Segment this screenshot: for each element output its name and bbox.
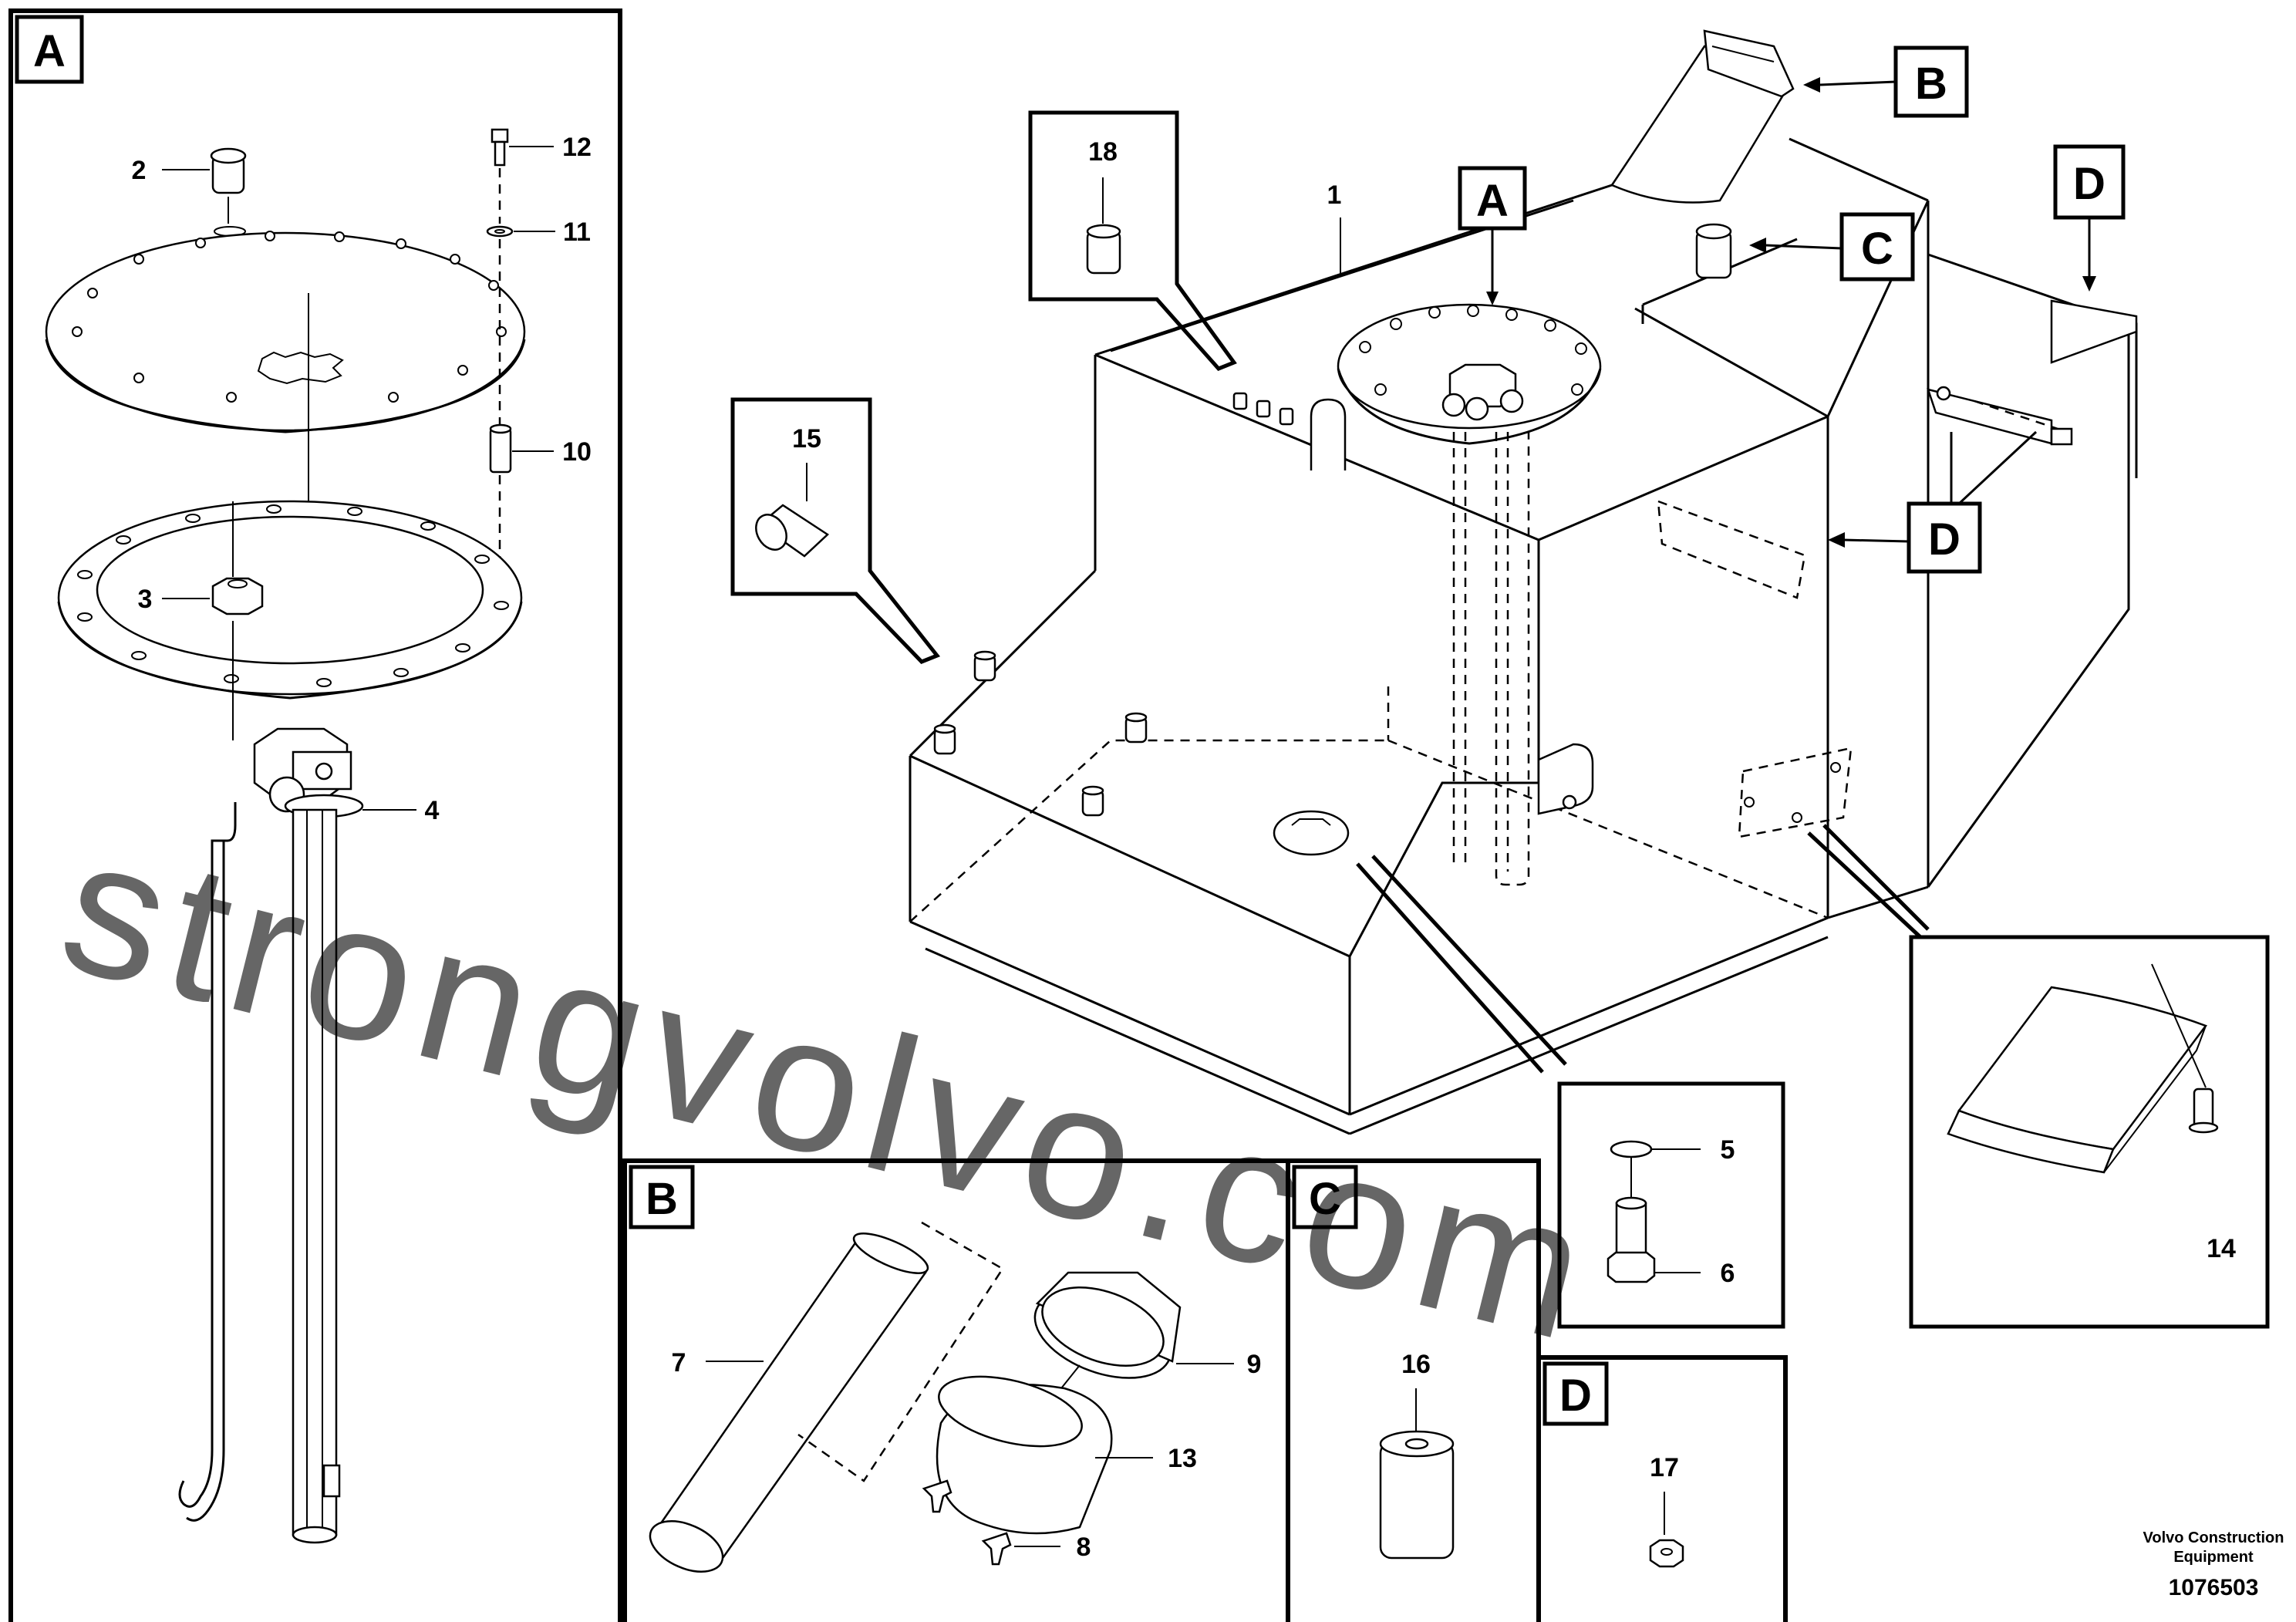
lower-box — [1348, 781, 1539, 957]
front-bushings — [933, 650, 1148, 817]
callout-11: 11 — [563, 218, 591, 247]
detail-15: 15 — [730, 397, 941, 664]
panel-a-frame — [8, 8, 622, 1622]
panel-b-label: B — [646, 1174, 678, 1224]
callout-13: 13 — [1168, 1444, 1197, 1473]
tag-a-main: A — [1458, 166, 1527, 305]
tank-main-view — [909, 29, 2138, 1135]
hidden-edge — [909, 739, 1388, 922]
callout-16: 16 — [1401, 1350, 1431, 1379]
part-4-level-sender — [253, 727, 364, 1544]
lower-box — [1349, 936, 1829, 1135]
callout-3: 3 — [138, 585, 153, 614]
part-8-clip — [922, 1479, 1012, 1566]
part-9-cap — [1033, 1271, 1182, 1379]
credit-line-2: Equipment — [2173, 1549, 2254, 1566]
callout-8: 8 — [1077, 1533, 1091, 1562]
detail-18: 18 — [1028, 110, 1237, 371]
drawing-number: 1076503 — [2169, 1575, 2259, 1600]
callout-1: 1 — [1327, 180, 1342, 210]
dashed-plate — [1738, 747, 1853, 838]
hidden-edge — [1387, 739, 1829, 919]
panel-a: A 2 — [8, 8, 622, 1622]
bushing-c-location — [1695, 223, 1732, 279]
panel-d-tag — [1542, 1361, 1609, 1426]
lower-box — [925, 947, 1350, 1135]
callout-14: 14 — [2207, 1234, 2236, 1263]
return-pipe — [178, 802, 237, 1522]
callout-18: 18 — [1088, 137, 1118, 167]
panel-b: B 7 9 13 8 — [622, 1158, 1290, 1622]
tank-edge — [1789, 137, 1929, 202]
bracket-hole — [1562, 794, 1577, 810]
detail-14: 14 — [1807, 824, 2270, 1329]
side-panel — [1827, 885, 1929, 919]
callout-7: 7 — [672, 1348, 686, 1378]
tag-d-side: D — [1828, 430, 2038, 574]
drain-plug-location — [1273, 810, 1350, 856]
part-7-filler-tube — [649, 1233, 929, 1573]
callout-17: 17 — [1650, 1453, 1679, 1482]
lifting-hook — [1310, 398, 1347, 470]
svg-text:B: B — [1915, 59, 1947, 109]
credit-block: Volvo Construction Equipment 1076503 — [2143, 1529, 2284, 1600]
part-16-bushing — [1379, 1430, 1455, 1560]
svg-text:C: C — [1861, 224, 1893, 274]
callout-10: 10 — [562, 437, 592, 467]
part-12-screw — [491, 128, 509, 167]
lower-box — [909, 754, 1350, 958]
filler-neck — [1610, 29, 1795, 204]
side-bracket — [1537, 743, 1594, 815]
part-17-nut — [1649, 1539, 1684, 1568]
tag-b-main: B — [1803, 46, 1969, 118]
part-11-washer — [486, 225, 514, 238]
callout-6: 6 — [1721, 1259, 1735, 1288]
detail-drain: 5 6 — [1356, 855, 1785, 1329]
callout-15: 15 — [792, 424, 821, 454]
callout-4: 4 — [425, 796, 440, 825]
callout-5: 5 — [1721, 1135, 1735, 1165]
panel-c-label: C — [1309, 1174, 1341, 1224]
panel-b-tag — [629, 1165, 695, 1229]
panel-d: D 17 — [1536, 1355, 1788, 1622]
panel-a-label: A — [33, 26, 66, 76]
panel-c: C 16 — [1286, 1158, 1541, 1622]
tank-top-flange — [1337, 303, 1602, 445]
lower-box — [909, 920, 1350, 1116]
panel-d-label: D — [1559, 1371, 1592, 1421]
gasket-ring — [57, 500, 523, 700]
svg-text:A: A — [1476, 176, 1509, 226]
panel-a-tag — [15, 15, 84, 84]
part-3-nut — [211, 501, 264, 740]
svg-text:D: D — [2073, 159, 2106, 209]
panel-c-tag — [1292, 1165, 1358, 1229]
tank-edge — [1538, 415, 1829, 541]
part-13-filter — [936, 1375, 1113, 1535]
internal-tubes — [1452, 432, 1530, 886]
tag-c-main: C — [1749, 212, 1915, 282]
callout-2: 2 — [132, 156, 147, 185]
svg-text:D: D — [1928, 514, 1961, 565]
tag-d-top: D — [2053, 144, 2126, 292]
dashed-bracket — [1657, 500, 1806, 599]
credit-line-1: Volvo Construction — [2143, 1529, 2284, 1546]
callout-9: 9 — [1247, 1350, 1262, 1379]
part-10-spacer — [489, 423, 512, 474]
lower-box — [1349, 916, 1829, 1116]
tank-edge — [1634, 307, 1829, 418]
part-5-seal — [1610, 1140, 1653, 1158]
top-bushings — [1232, 392, 1294, 426]
bracket-d-top — [1927, 299, 2138, 446]
part-6-drain-plug — [1607, 1196, 1656, 1283]
callout-12: 12 — [562, 133, 592, 162]
